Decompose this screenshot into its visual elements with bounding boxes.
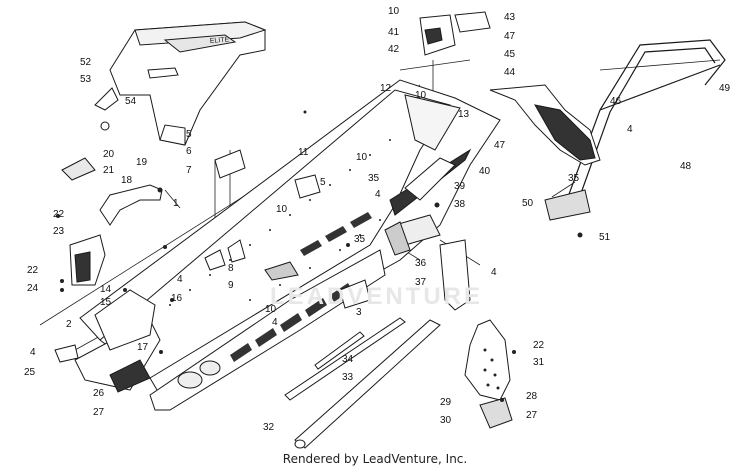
callout-46: 46 — [610, 96, 622, 107]
callout-50: 50 — [522, 198, 534, 209]
grab-handle — [61, 157, 163, 226]
side-rail-36-37 — [384, 214, 471, 311]
callout-11: 11 — [298, 147, 309, 158]
callout-47: 47 — [504, 31, 516, 42]
callout-7: 7 — [186, 165, 192, 176]
callout-33: 33 — [342, 372, 354, 383]
pad-part — [264, 261, 299, 281]
callout-47: 47 — [494, 140, 506, 151]
tunnel-part — [79, 79, 501, 396]
callout-30: 30 — [440, 415, 452, 426]
callout-15: 15 — [100, 297, 112, 308]
callout-22: 22 — [53, 209, 65, 220]
callout-48: 48 — [680, 161, 692, 172]
callout-40: 40 — [479, 166, 491, 177]
callout-4: 4 — [491, 267, 497, 278]
callout-10: 10 — [388, 6, 400, 17]
seat-part — [94, 21, 267, 146]
callout-2: 2 — [66, 319, 72, 330]
callout-4: 4 — [177, 274, 183, 285]
bumper-end-50 — [544, 189, 591, 221]
grommet-5 — [294, 174, 321, 199]
callout-16: 16 — [171, 293, 183, 304]
callout-13: 13 — [458, 109, 470, 120]
callout-19: 19 — [136, 157, 148, 168]
callout-29: 29 — [440, 397, 452, 408]
taillight-43 — [419, 11, 491, 56]
bracket-23 — [69, 234, 106, 286]
callout-10: 10 — [415, 90, 427, 101]
callout-34: 34 — [342, 354, 354, 365]
callout-54: 54 — [125, 96, 137, 107]
callout-24: 24 — [27, 283, 39, 294]
snowflap — [489, 84, 601, 166]
callout-37: 37 — [415, 277, 427, 288]
lower-brackets — [54, 279, 371, 393]
callout-28: 28 — [526, 391, 538, 402]
callout-4: 4 — [272, 317, 278, 328]
callout-4: 4 — [375, 189, 381, 200]
callout-25: 25 — [24, 367, 36, 378]
callout-51: 51 — [599, 232, 611, 243]
callout-18: 18 — [121, 175, 133, 186]
callout-35: 35 — [568, 173, 580, 184]
callout-31: 31 — [533, 357, 545, 368]
callout-10: 10 — [276, 204, 288, 215]
callout-38: 38 — [454, 199, 466, 210]
watermark-text: LEADVENTURE — [270, 283, 484, 310]
callout-32: 32 — [263, 422, 275, 433]
callout-44: 44 — [504, 67, 516, 78]
callout-42: 42 — [388, 44, 400, 55]
callout-41: 41 — [388, 27, 400, 38]
callout-35: 35 — [354, 234, 366, 245]
bracket-6-7 — [214, 149, 246, 179]
callout-12: 12 — [380, 83, 392, 94]
callout-1: 1 — [173, 198, 179, 209]
callout-14: 14 — [100, 284, 112, 295]
callout-35: 35 — [368, 173, 380, 184]
fasteners — [56, 110, 583, 402]
callout-10: 10 — [265, 304, 277, 315]
callout-45: 45 — [504, 49, 516, 60]
footer-credit: Rendered by LeadVenture, Inc. — [282, 452, 468, 466]
callout-22: 22 — [533, 340, 545, 351]
callout-10: 10 — [356, 152, 368, 163]
footrest-holes — [483, 348, 500, 390]
callout-6: 6 — [186, 146, 192, 157]
callout-3: 3 — [356, 307, 362, 318]
rear-bumper — [564, 39, 726, 211]
callout-36: 36 — [415, 258, 427, 269]
callout-27: 27 — [526, 410, 538, 421]
callout-26: 26 — [93, 388, 105, 399]
bumper-8-9 — [204, 239, 246, 271]
callout-9: 9 — [228, 280, 234, 291]
callout-5: 5 — [186, 129, 192, 140]
callout-53: 53 — [80, 74, 92, 85]
footrest — [464, 319, 513, 429]
callout-39: 39 — [454, 181, 466, 192]
callout-49: 49 — [719, 83, 731, 94]
callout-4: 4 — [30, 347, 36, 358]
callout-43: 43 — [504, 12, 516, 23]
callout-22: 22 — [27, 265, 39, 276]
callout-27: 27 — [93, 407, 105, 418]
callout-4: 4 — [627, 124, 633, 135]
screw-54 — [100, 121, 110, 131]
callout-52: 52 — [80, 57, 92, 68]
callout-8: 8 — [228, 263, 234, 274]
rail-rods — [284, 317, 441, 449]
seat-logo: ELITE — [210, 36, 230, 45]
callout-5: 5 — [320, 177, 326, 188]
callout-21: 21 — [103, 165, 115, 176]
rivet-pattern — [169, 139, 391, 306]
callout-23: 23 — [53, 226, 65, 237]
callout-20: 20 — [103, 149, 115, 160]
callout-17: 17 — [137, 342, 149, 353]
